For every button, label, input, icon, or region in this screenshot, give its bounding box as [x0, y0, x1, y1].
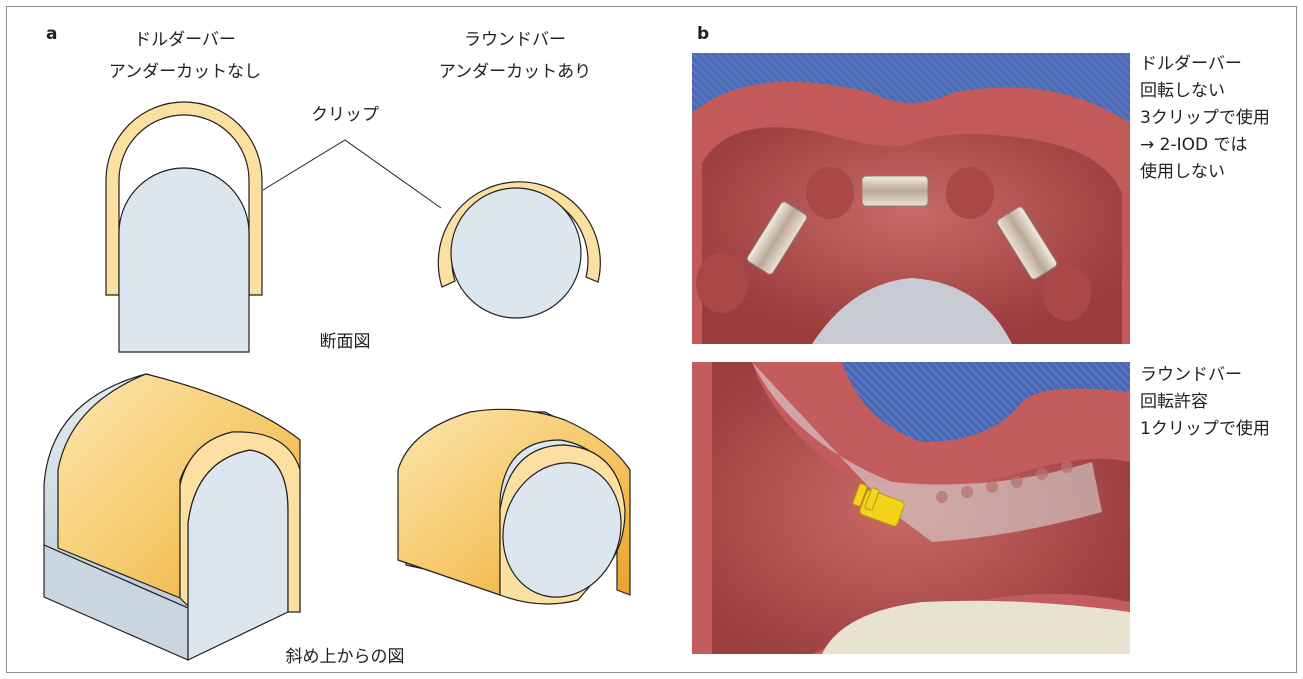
round-caption-3: 1クリップで使用	[1140, 416, 1270, 443]
round-caption-2: 回転許容	[1140, 389, 1208, 416]
dolder-caption-2: 回転しない	[1140, 78, 1225, 105]
round-cross-section	[438, 182, 600, 318]
panel-b-letter: b	[697, 24, 709, 44]
round-caption-1: ラウンドバー	[1140, 362, 1242, 389]
round-oblique-view	[398, 409, 638, 612]
dolder-caption-5: 使用しない	[1140, 159, 1225, 186]
dolder-caption-1: ドルダーバー	[1140, 51, 1242, 78]
dolder-oblique-view	[44, 374, 300, 660]
round-bar-photo	[692, 362, 1130, 654]
dolder-bar-photo	[692, 53, 1130, 344]
clip-leader-lines	[263, 140, 441, 208]
dolder-caption-4: → 2-IOD では	[1140, 132, 1248, 159]
dolder-cross-section	[106, 102, 262, 352]
round-bar-section	[451, 188, 581, 318]
bar-clip-diagram	[0, 0, 680, 679]
dolder-caption-3: 3クリップで使用	[1140, 105, 1270, 132]
dolder-bar-section	[119, 168, 249, 352]
